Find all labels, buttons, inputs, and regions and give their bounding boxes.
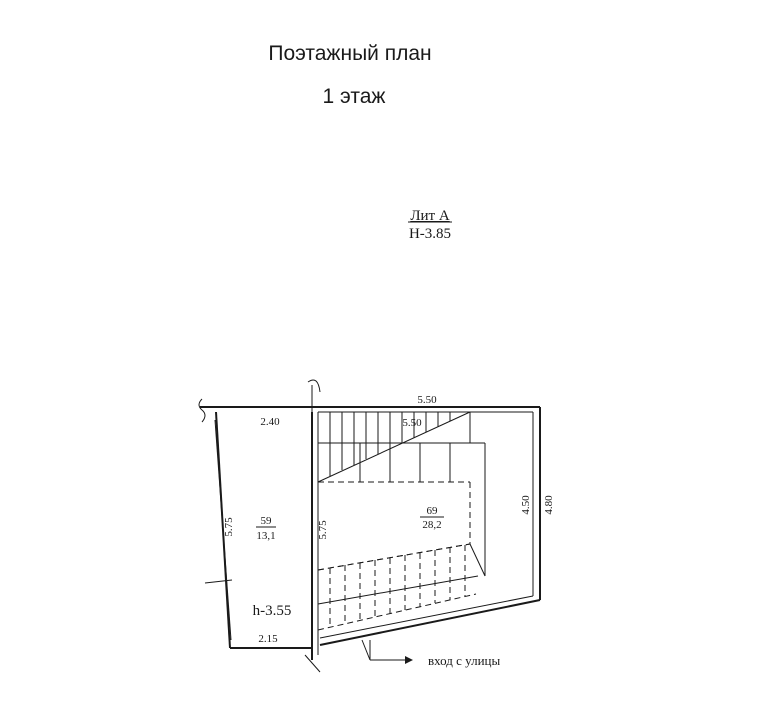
- building-height: Н-3.85: [409, 226, 451, 242]
- entrance-arrow: [361, 639, 413, 664]
- room-area: 13,1: [256, 530, 275, 542]
- interior-partition: [204, 379, 321, 673]
- dim-right-inner: 4.50: [520, 495, 532, 515]
- room-69: 69 28,2: [420, 505, 444, 531]
- dim-top-outer: 5.50: [417, 394, 437, 406]
- upper-staircase: [317, 411, 471, 483]
- room-number: 59: [261, 515, 273, 527]
- dim-left-inner: 5.75: [317, 520, 329, 540]
- dim-bottom-left: 2.15: [258, 633, 278, 645]
- floor-label: 1 этаж: [323, 85, 386, 108]
- room-number: 69: [427, 505, 439, 517]
- entrance-label: вход с улицы: [428, 653, 500, 668]
- dim-top-inner: 5.50: [402, 417, 422, 429]
- dim-left-outer: 5.75: [223, 517, 235, 537]
- building-litera: Лит А: [410, 208, 450, 224]
- lower-staircase: [317, 543, 486, 631]
- room-59: 59 13,1: [256, 515, 276, 542]
- mezzanine-height: h-3.55: [253, 603, 292, 619]
- dim-right-outer: 4.80: [543, 495, 555, 515]
- dim-top-left: 2.40: [260, 416, 280, 428]
- outer-walls: [198, 398, 541, 649]
- page-title: Поэтажный план: [268, 42, 431, 65]
- room-area: 28,2: [422, 519, 441, 531]
